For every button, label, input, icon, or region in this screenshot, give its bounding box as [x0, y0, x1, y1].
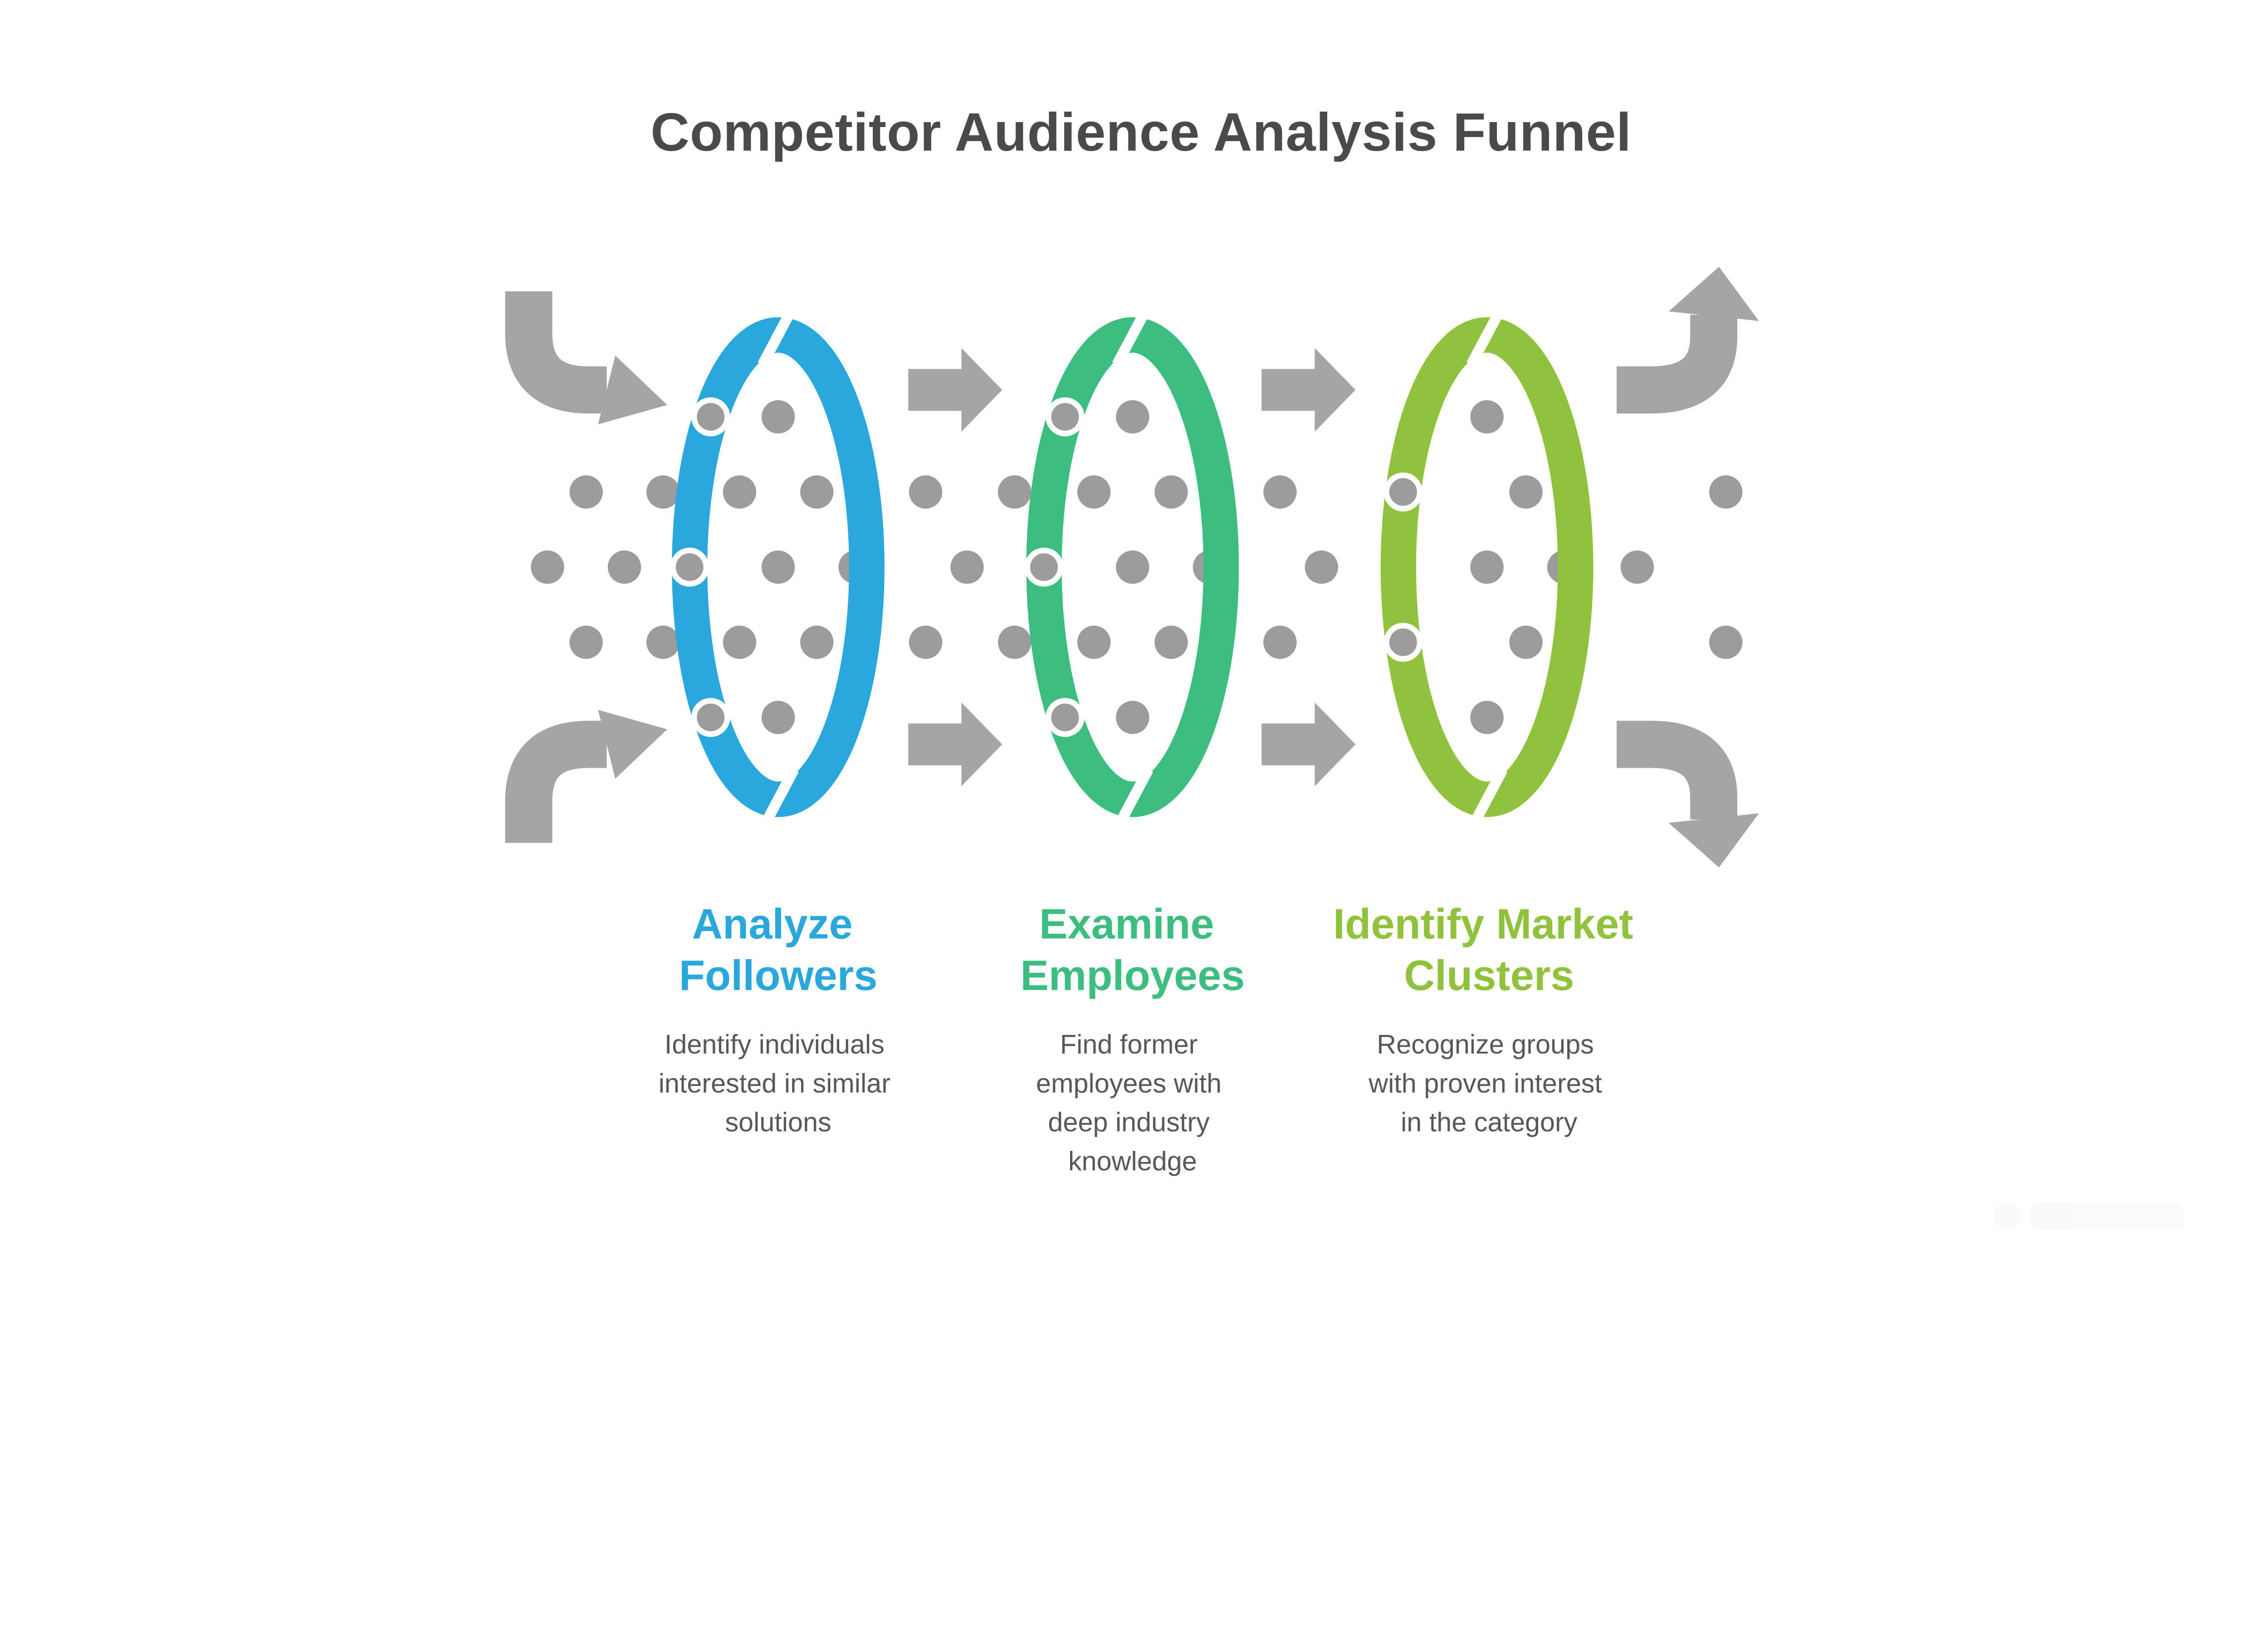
- dot: [909, 625, 943, 659]
- step-description: Recognize groups with proven interest in…: [1368, 1029, 1609, 1137]
- dot: [723, 625, 757, 659]
- dot: [1077, 625, 1111, 659]
- dot-highlighted: [1046, 397, 1085, 436]
- dot: [569, 625, 603, 659]
- flow-arrows: [505, 267, 1759, 867]
- dot: [1470, 701, 1504, 734]
- dot: [646, 625, 680, 659]
- dot: [950, 550, 984, 584]
- flow-arrow-right-icon: [1261, 702, 1356, 786]
- dot: [998, 625, 1031, 659]
- arrow-shaft: [505, 291, 607, 414]
- arrow-shaft: [505, 720, 607, 843]
- dot: [1154, 625, 1188, 659]
- step-block-identify-market-clusters: Identify Market Clusters Recognize group…: [1333, 900, 1645, 1137]
- ring-gap: [1466, 303, 1508, 368]
- dot: [646, 475, 680, 509]
- curved-arrow-out-top-icon: [1617, 267, 1759, 414]
- page-title: Competitor Audience Analysis Funnel: [650, 103, 1632, 162]
- dot: [531, 550, 564, 584]
- step-block-examine-employees: Examine Employees Find former employees …: [1020, 900, 1245, 1176]
- ring-gap: [758, 303, 799, 368]
- dot: [761, 400, 795, 434]
- dot: [1305, 550, 1338, 584]
- dot-highlighted: [1046, 698, 1085, 737]
- step-description: Identify individuals interested in simil…: [659, 1029, 898, 1137]
- curved-arrow-in-bottom-icon: [505, 710, 667, 843]
- arrow-head: [1668, 267, 1759, 321]
- dot-highlighted: [1383, 622, 1423, 662]
- dot-highlighted: [1383, 472, 1423, 512]
- funnel-rings: [672, 303, 1593, 832]
- dot: [723, 475, 757, 509]
- dot-highlighted: [670, 548, 709, 587]
- ring-gap: [1466, 767, 1508, 832]
- funnel-diagram: Competitor Audience Analysis Funnel Anal…: [505, 103, 2183, 1230]
- flow-arrow-right-icon: [908, 702, 1002, 786]
- dot: [761, 701, 795, 734]
- dot: [1263, 475, 1297, 509]
- dot: [1470, 400, 1504, 434]
- arrow-shaft: [1617, 720, 1738, 820]
- ring-gap: [1112, 303, 1154, 368]
- flow-arrow-right-icon: [908, 348, 1002, 432]
- step-heading: Identify Market Clusters: [1333, 900, 1645, 999]
- step-heading: Examine Employees: [1020, 900, 1245, 999]
- dot: [1154, 475, 1188, 509]
- dot: [569, 475, 603, 509]
- dot: [800, 475, 834, 509]
- infographic-canvas: Competitor Audience Analysis Funnel Anal…: [505, 103, 2183, 1230]
- ring-gap: [758, 767, 799, 832]
- dot-highlighted: [1024, 548, 1064, 587]
- dot: [761, 550, 795, 584]
- dot: [1509, 475, 1543, 509]
- flow-arrow-right-icon: [1261, 348, 1356, 432]
- watermark: [1993, 1201, 2183, 1230]
- dot: [1620, 550, 1654, 584]
- funnel-ring-identify-market-clusters: [1380, 303, 1593, 832]
- dot: [1116, 701, 1149, 734]
- curved-arrow-in-top-icon: [505, 291, 667, 425]
- step-block-analyze-followers: Analyze Followers Identify individuals i…: [659, 900, 898, 1137]
- dot: [1116, 400, 1149, 434]
- dot: [607, 550, 641, 584]
- arrow-shaft: [1617, 314, 1738, 414]
- dot: [1709, 475, 1743, 509]
- dot: [1116, 550, 1149, 584]
- dot-highlighted: [691, 698, 730, 737]
- arrow-head: [1668, 813, 1759, 867]
- dot: [1263, 625, 1297, 659]
- dot-field: [531, 400, 1743, 734]
- dot: [1470, 550, 1504, 584]
- dot: [998, 475, 1031, 509]
- dot: [1709, 625, 1743, 659]
- step-description: Find former employees with deep industry…: [1036, 1029, 1229, 1176]
- dot: [800, 625, 834, 659]
- dot: [1509, 625, 1543, 659]
- curved-arrow-out-bottom-icon: [1617, 720, 1759, 867]
- dot: [909, 475, 943, 509]
- arrow-head: [598, 710, 667, 779]
- ring-gap: [1112, 767, 1154, 832]
- dot: [1077, 475, 1111, 509]
- highlighted-dots: [670, 397, 1423, 737]
- dot-highlighted: [691, 397, 730, 436]
- step-heading: Analyze Followers: [679, 900, 878, 999]
- arrow-head: [598, 355, 667, 425]
